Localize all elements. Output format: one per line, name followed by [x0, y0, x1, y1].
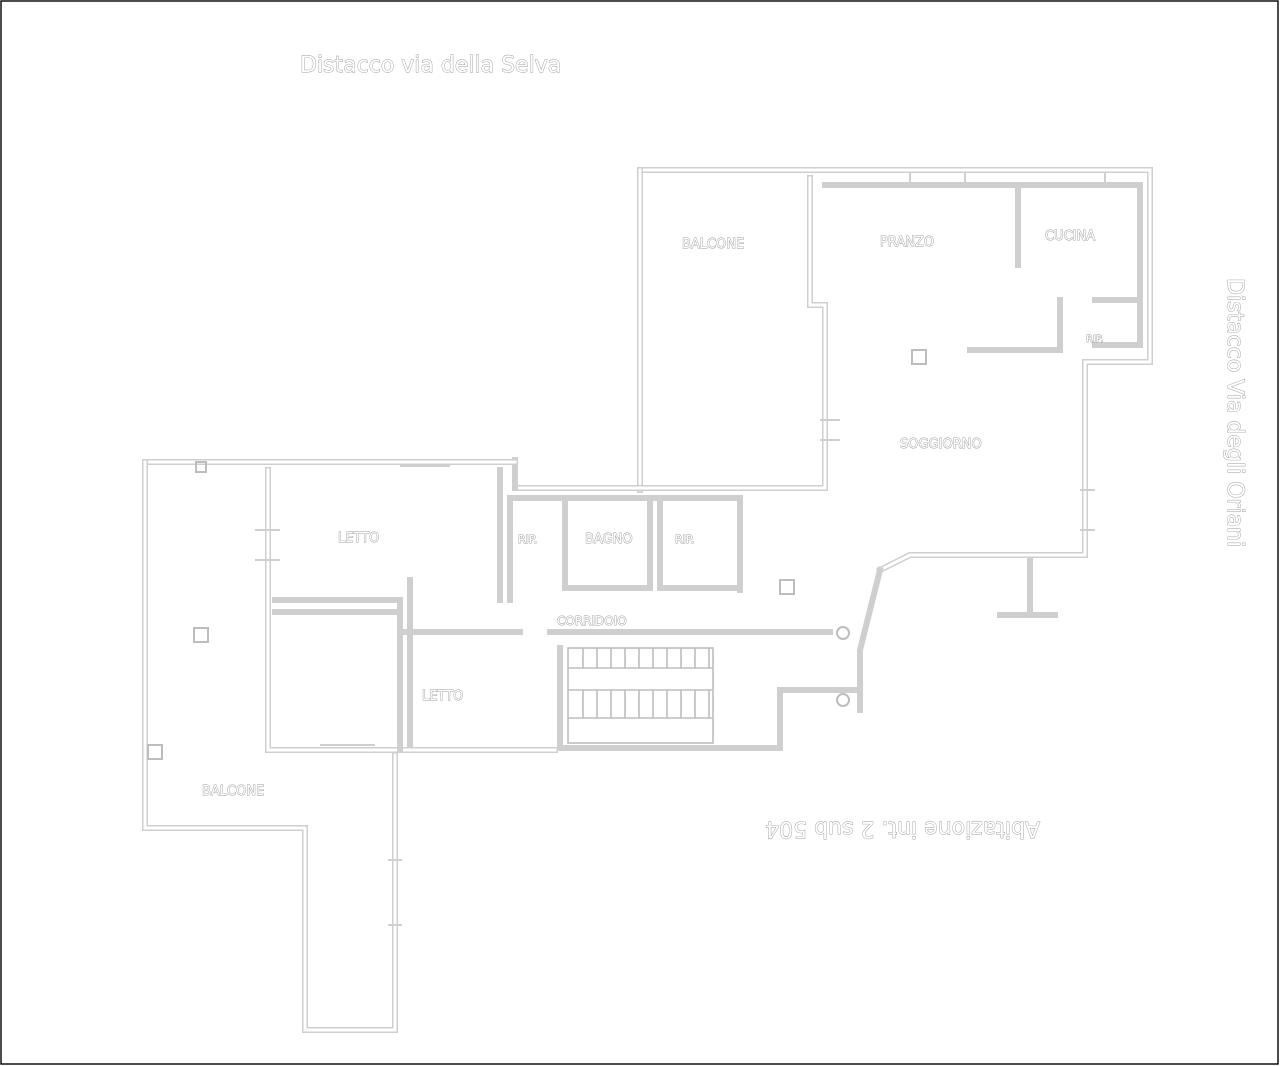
outlet-symbol-soggiorno	[911, 349, 927, 365]
title-via-degli-oriani: Distacco Via degli Oriani	[1222, 278, 1247, 547]
outlet-symbol-balcone	[193, 627, 209, 643]
room-label-rip-left: RIP.	[518, 533, 537, 546]
room-label-balcone-left: BALCONE	[202, 784, 264, 799]
room-label-rip-right: RIP.	[675, 533, 694, 546]
room-label-letto-upper: LETTO	[338, 531, 379, 546]
openings	[255, 172, 1106, 926]
staircase	[567, 647, 714, 744]
room-label-balcone-top: BALCONE	[682, 237, 744, 252]
light-symbol-stair	[836, 626, 850, 640]
room-label-bagno: BAGNO	[585, 532, 633, 547]
room-label-cucina: CUCINA	[1045, 229, 1095, 244]
walls	[142, 167, 1153, 1033]
title-abitazione: Abitazione int. 2 sub 504	[765, 816, 1040, 841]
room-label-pranzo: PRANZO	[880, 235, 934, 250]
room-label-soggiorno: SOGGIORNO	[900, 437, 982, 452]
room-label-rip-kitchen: RIP.	[1086, 334, 1104, 345]
outlet-symbol-left	[147, 744, 163, 760]
room-label-letto-lower: LETTO	[422, 689, 463, 704]
outlet-symbol-top-left	[195, 461, 207, 473]
fixture-symbols	[147, 349, 927, 760]
light-symbol-landing	[836, 693, 850, 707]
outlet-symbol-corridoio	[779, 579, 795, 595]
title-via-della-selva: Distacco via della Selva	[300, 53, 561, 78]
room-label-corridoio: CORRIDOIO	[557, 614, 627, 628]
